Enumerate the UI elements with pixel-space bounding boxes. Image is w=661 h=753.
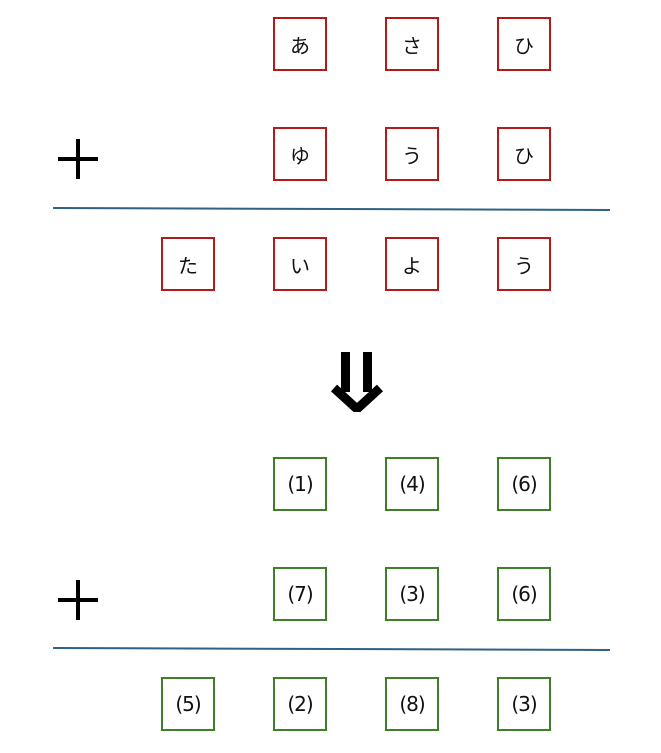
sum-rule-top [52,207,611,211]
hiragana-result-cell-4: う [497,237,551,291]
cell-text: う [402,143,422,168]
cell-text: (3) [399,582,425,606]
sum-rule-bottom [52,647,611,651]
double-down-arrow-icon [330,352,384,412]
cell-text: た [178,253,198,278]
numeric-row2-cell-3: (6) [497,567,551,621]
hiragana-result-cell-3: よ [385,237,439,291]
cell-text: ひ [514,143,534,168]
numeric-row1-cell-1: (1) [273,457,327,511]
hiragana-row2-cell-1: ゆ [273,127,327,181]
numeric-result-cell-3: (8) [385,677,439,731]
numeric-row1-cell-3: (6) [497,457,551,511]
cell-text: (5) [175,692,201,716]
cell-text: (8) [399,692,425,716]
numeric-row2-cell-2: (3) [385,567,439,621]
cell-text: (3) [511,692,537,716]
numeric-result-cell-1: (5) [161,677,215,731]
numeric-row2-cell-1: (7) [273,567,327,621]
numeric-result-cell-4: (3) [497,677,551,731]
hiragana-result-cell-2: い [273,237,327,291]
cell-text: ひ [514,33,534,58]
cell-text: ゆ [290,143,310,168]
hiragana-result-cell-1: た [161,237,215,291]
hiragana-row2-cell-3: ひ [497,127,551,181]
plus-icon [58,139,98,179]
cell-text: (6) [511,582,537,606]
cell-text: (6) [511,472,537,496]
numeric-result-cell-2: (2) [273,677,327,731]
cell-text: う [514,253,534,278]
cell-text: よ [402,253,422,278]
cell-text: あ [290,33,310,58]
cell-text: さ [402,33,422,58]
cell-text: (2) [287,692,313,716]
hiragana-row1-cell-2: さ [385,17,439,71]
hiragana-row1-cell-1: あ [273,17,327,71]
cell-text: (7) [287,582,313,606]
hiragana-row1-cell-3: ひ [497,17,551,71]
hiragana-row2-cell-2: う [385,127,439,181]
cell-text: い [290,253,310,278]
numeric-row1-cell-2: (4) [385,457,439,511]
cell-text: (1) [287,472,313,496]
cell-text: (4) [399,472,425,496]
plus-icon [58,580,98,620]
